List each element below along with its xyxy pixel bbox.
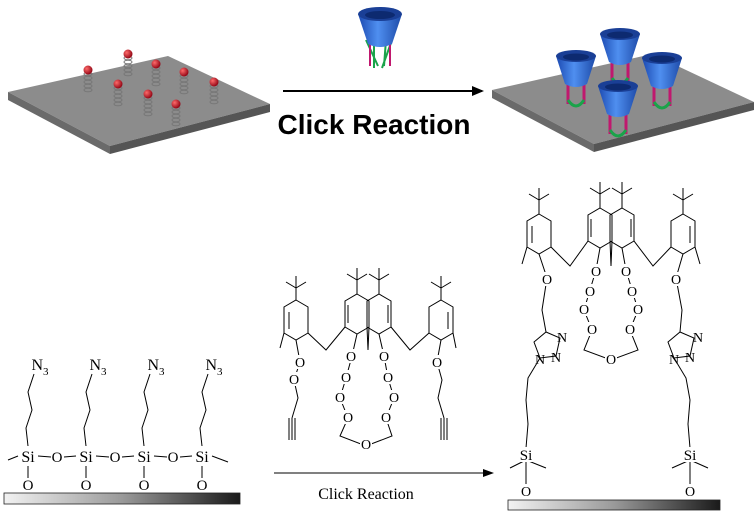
product-oxygen-label: O [633,303,643,318]
product-si-label: Si [684,448,697,464]
product-oxygen-label: O [625,323,635,338]
calix-oxygen-label: O [343,411,353,426]
oxygen-label: O [197,478,208,494]
product-surface-oxygen-label: O [685,485,695,500]
triazole-nitrogen-label: N [669,353,679,368]
calixarene-surface-3d [492,28,754,152]
bridge-oxygen-label: O [52,450,63,466]
product-oxygen-label: O [591,265,601,280]
triazole-nitrogen-label: N [551,351,561,366]
calixarene-cone-icon [358,7,402,69]
si-label: Si [195,449,209,466]
immobilized-cone [642,52,682,110]
azide-pin [171,99,181,127]
azide-pins [83,49,219,127]
triazole-nitrogen-label: N [693,331,703,346]
product-surface-oxygen-label: O [521,485,531,500]
triazole-nitrogen-label: N [535,353,545,368]
immobilized-cone [598,80,638,138]
calix-oxygen-label: O [335,391,345,406]
bottom-arrow-label: Click Reaction [318,486,414,503]
product-surface [507,182,721,511]
oxygen-label: O [139,478,150,494]
calix-oxygen-label: O [379,350,389,365]
calix-oxygen-label: O [389,391,399,406]
product-oxygen-label: O [587,323,597,338]
product-oxygen-label: O [542,273,552,288]
calix-oxygen-label: O [361,438,371,453]
azide-pin [113,79,123,107]
calix-oxygen-label: O [346,350,356,365]
bridge-oxygen-label: O [168,450,179,466]
product-oxygen-label: O [606,353,616,368]
azide-pin [143,89,153,117]
bottom-reaction-arrow [274,469,494,477]
top-arrow-label: Click Reaction [278,109,471,140]
azide-pin [209,77,219,105]
calix-oxygen-label: O [341,371,351,386]
product-oxygen-label: O [579,303,589,318]
immobilized-cones [556,28,682,138]
si-label: Si [79,449,93,466]
azide-pin [179,67,189,95]
product-oxygen-label: O [627,285,637,300]
calix-oxygen-label: O [383,371,393,386]
immobilized-cone [600,28,640,86]
si-label: Si [137,449,151,466]
azide-pin [151,59,161,87]
top-reaction-arrow [283,86,484,96]
calix-oxygen-label: O [381,411,391,426]
immobilized-cone [556,50,596,108]
product-oxygen-label: O [585,285,595,300]
azide-pin [83,65,93,93]
product-si-label: Si [520,448,533,464]
oxygen-label: O [81,478,92,494]
azide-pin [123,49,133,77]
bridge-oxygen-label: O [110,450,121,466]
calixarene-crown-propargyl [279,268,457,447]
calix-oxygen-label: O [289,373,299,388]
calix-oxygen-label: O [295,356,305,371]
product-oxygen-label: O [671,273,681,288]
oxygen-label: O [23,478,34,494]
triazole-nitrogen-label: N [557,331,567,346]
azide-surface-3d [8,49,270,154]
calix-oxygen-label: O [432,356,442,371]
product-oxygen-label: O [621,265,631,280]
si-label: Si [21,449,35,466]
triazole-nitrogen-label: N [685,351,695,366]
